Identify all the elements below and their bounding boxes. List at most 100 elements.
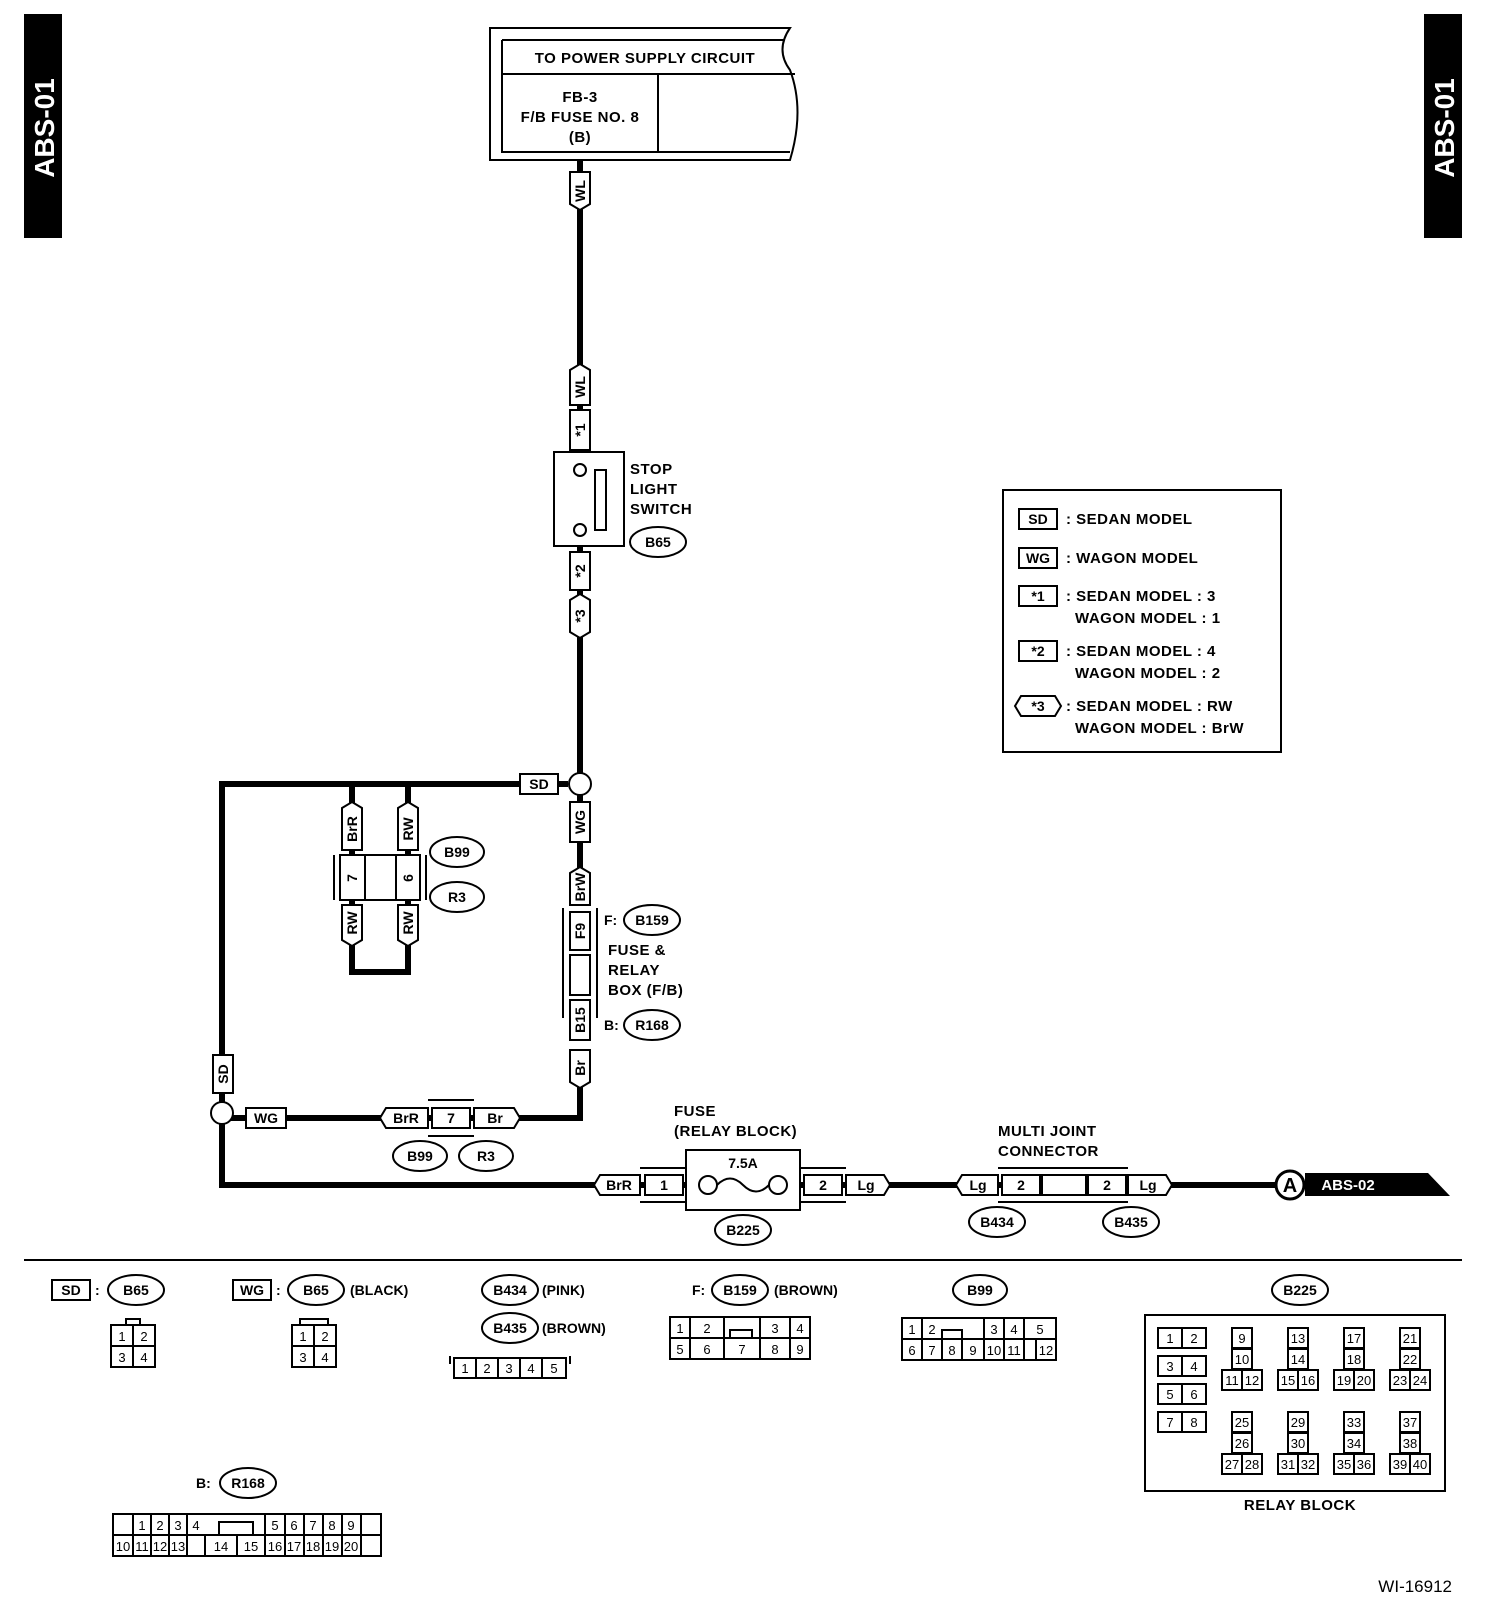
svg-text:32: 32: [1301, 1457, 1315, 1472]
svg-text:BrR: BrR: [344, 816, 360, 842]
svg-text:B99: B99: [444, 844, 470, 860]
svg-text:2: 2: [483, 1361, 490, 1376]
svg-text:4: 4: [1010, 1322, 1017, 1337]
svg-text:1: 1: [299, 1329, 306, 1344]
svg-text:WAGON MODEL : BrW: WAGON MODEL : BrW: [1075, 720, 1244, 737]
svg-text:(BLACK): (BLACK): [350, 1282, 408, 1298]
svg-text:3: 3: [118, 1350, 125, 1365]
svg-text:B65: B65: [123, 1282, 149, 1298]
svg-text:17: 17: [287, 1539, 301, 1554]
tag-wl-top: WL: [569, 171, 591, 212]
svg-text:BrR: BrR: [393, 1110, 419, 1126]
svg-text:5: 5: [1166, 1387, 1173, 1402]
svg-text:WG: WG: [1026, 550, 1050, 566]
svg-text:3: 3: [990, 1322, 997, 1337]
svg-text:B435: B435: [493, 1320, 527, 1336]
svg-text:*2: *2: [572, 564, 588, 577]
svg-text:4: 4: [140, 1350, 147, 1365]
svg-text:13: 13: [1291, 1331, 1305, 1346]
svg-text:5: 5: [271, 1518, 278, 1533]
svg-text:3: 3: [505, 1361, 512, 1376]
svg-text:B435: B435: [1114, 1214, 1148, 1230]
svg-text:B434: B434: [493, 1282, 527, 1298]
svg-text:8: 8: [328, 1518, 335, 1533]
svg-text:R3: R3: [448, 889, 466, 905]
svg-text:12: 12: [1245, 1373, 1259, 1388]
tag-br-vertical: Br: [569, 1049, 591, 1090]
svg-text:15: 15: [1281, 1373, 1295, 1388]
tag-sd-left: SD: [212, 1054, 234, 1094]
stop-light-switch-label3: SWITCH: [630, 501, 692, 518]
svg-text:31: 31: [1281, 1457, 1295, 1472]
svg-text:38: 38: [1403, 1436, 1417, 1451]
legend-box: SD : SEDAN MODEL WG : WAGON MODEL *1 : S…: [1002, 489, 1282, 753]
svg-text:10: 10: [116, 1539, 130, 1554]
svg-text:25: 25: [1235, 1415, 1249, 1430]
svg-text:33: 33: [1347, 1415, 1361, 1430]
svg-text:RELAY BLOCK: RELAY BLOCK: [1244, 1497, 1356, 1514]
svg-text::: :: [95, 1282, 100, 1298]
svg-text:23: 23: [1393, 1373, 1407, 1388]
svg-text:40: 40: [1413, 1457, 1427, 1472]
svg-text:(BROWN): (BROWN): [542, 1320, 606, 1336]
fuse-relay-block: FUSE (RELAY BLOCK) BrR 1 7.5A 2 Lg B225: [592, 1103, 892, 1246]
tag-sd-upper: SD: [519, 773, 559, 795]
svg-text:: WAGON MODEL: : WAGON MODEL: [1066, 550, 1198, 567]
svg-text:: SEDAN MODEL : 4: : SEDAN MODEL : 4: [1066, 643, 1216, 660]
svg-text:2: 2: [156, 1518, 163, 1533]
svg-text:7: 7: [928, 1343, 935, 1358]
svg-text:WAGON MODEL : 1: WAGON MODEL : 1: [1075, 610, 1221, 627]
svg-text:9: 9: [969, 1343, 976, 1358]
svg-text:RW: RW: [344, 911, 360, 935]
svg-text:27: 27: [1225, 1457, 1239, 1472]
svg-text:14: 14: [214, 1539, 228, 1554]
svg-text:A: A: [1283, 1175, 1297, 1197]
svg-text:WG: WG: [240, 1282, 264, 1298]
power-supply-title: TO POWER SUPPLY CIRCUIT: [535, 50, 755, 67]
svg-text:F:: F:: [604, 912, 617, 928]
svg-text:WL: WL: [572, 376, 588, 398]
svg-text:B434: B434: [980, 1214, 1014, 1230]
svg-text:3: 3: [1166, 1359, 1173, 1374]
svg-text:B65: B65: [303, 1282, 329, 1298]
svg-text:4: 4: [321, 1350, 328, 1365]
svg-text:20: 20: [344, 1539, 358, 1554]
svg-text:7: 7: [309, 1518, 316, 1533]
svg-text:SD: SD: [215, 1064, 231, 1083]
fuse-relay-box-label1: FUSE &: [608, 942, 666, 959]
svg-text:5: 5: [676, 1342, 683, 1357]
svg-text:4: 4: [527, 1361, 534, 1376]
svg-text:8: 8: [948, 1343, 955, 1358]
svg-text:SD: SD: [61, 1282, 80, 1298]
svg-text:Br: Br: [487, 1110, 503, 1126]
svg-text:7.5A: 7.5A: [728, 1155, 758, 1171]
svg-text:B99: B99: [407, 1148, 433, 1164]
svg-text:ABS-02: ABS-02: [1321, 1177, 1374, 1194]
svg-text:Br: Br: [572, 1060, 588, 1076]
svg-text:2: 2: [928, 1322, 935, 1337]
svg-text:12: 12: [153, 1539, 167, 1554]
multi-joint-label2: CONNECTOR: [998, 1143, 1099, 1160]
svg-text:1: 1: [461, 1361, 468, 1376]
svg-text:1: 1: [118, 1329, 125, 1344]
tag-star3: *3: [569, 592, 591, 640]
svg-text:11: 11: [135, 1539, 149, 1554]
svg-text:F9: F9: [572, 923, 588, 940]
svg-text:10: 10: [1235, 1352, 1249, 1367]
svg-text:WL: WL: [572, 180, 588, 202]
svg-text:: SEDAN MODEL : RW: : SEDAN MODEL : RW: [1066, 698, 1233, 715]
svg-text:20: 20: [1357, 1373, 1371, 1388]
svg-text:9: 9: [1238, 1331, 1245, 1346]
svg-text:6: 6: [290, 1518, 297, 1533]
svg-text:15: 15: [244, 1539, 258, 1554]
svg-text:SD: SD: [1028, 511, 1047, 527]
svg-text:7: 7: [738, 1342, 745, 1357]
svg-text:*1: *1: [572, 423, 588, 436]
svg-text:1: 1: [908, 1322, 915, 1337]
multi-joint-connector: MULTI JOINT CONNECTOR Lg 2 2 Lg B434 B43…: [954, 1123, 1174, 1238]
